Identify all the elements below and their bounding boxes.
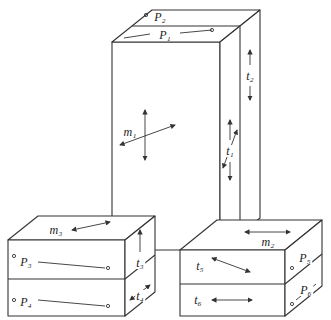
face-label: t₆	[193, 294, 203, 306]
face-label: t₄	[135, 290, 145, 302]
face-label: t₃	[135, 257, 145, 269]
face-label: m₂	[261, 236, 276, 248]
face-label: P₄	[19, 296, 33, 308]
face-label: m₁	[123, 126, 138, 138]
face-label: P₁	[158, 29, 172, 41]
face-label: m₃	[49, 224, 64, 236]
face-label: P₆	[299, 284, 313, 296]
face-label: t₅	[195, 260, 205, 272]
face-label: P₃	[19, 256, 33, 268]
face-label: P₅	[298, 252, 312, 264]
face-label: P₂	[153, 11, 167, 23]
face-label: t₁	[225, 145, 235, 157]
face-label: t₂	[245, 70, 255, 82]
